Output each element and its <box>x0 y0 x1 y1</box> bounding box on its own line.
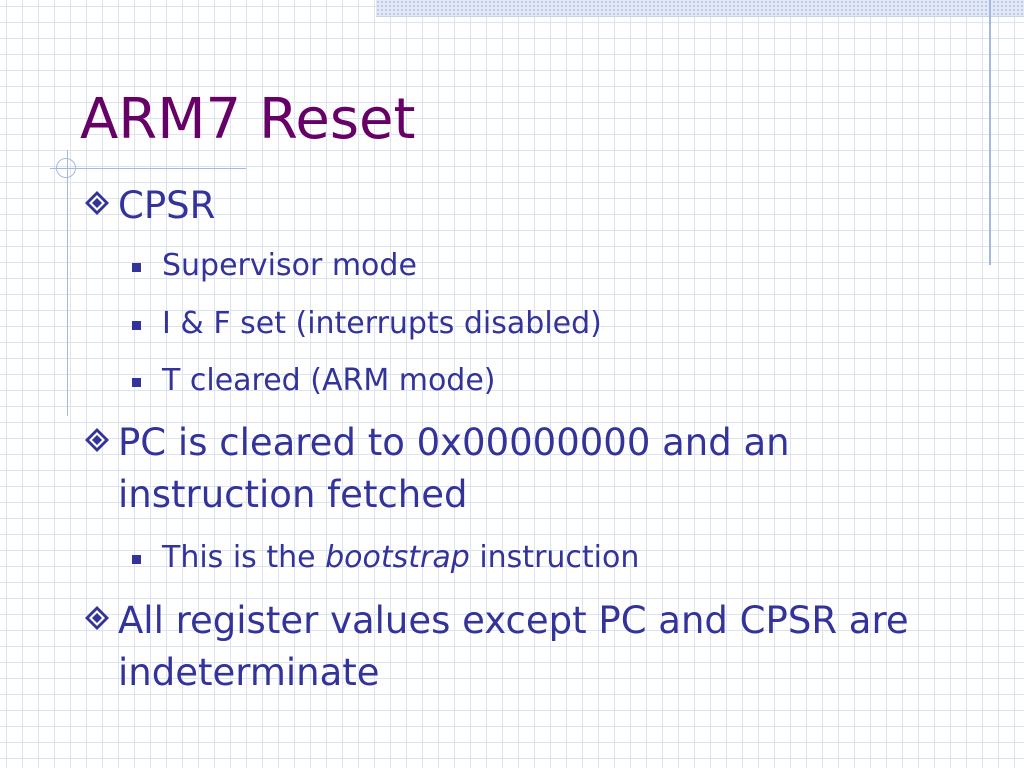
bullet-text: All register values except PC and CPSR a… <box>118 599 909 694</box>
sub-bullet-emphasis: bootstrap <box>325 540 470 575</box>
bullet-item: CPSR <box>85 180 998 232</box>
bullet-text: PC is cleared to 0x00000000 and an instr… <box>118 421 790 516</box>
bullet-item: PC is cleared to 0x00000000 and an instr… <box>85 417 998 521</box>
top-band-edge <box>376 16 1024 17</box>
top-decorative-band <box>376 0 1024 16</box>
left-vertical-rule <box>67 150 68 416</box>
sub-bullet-item: This is the bootstrap instruction <box>132 538 982 578</box>
square-bullet-icon <box>132 555 141 564</box>
right-vertical-rule <box>989 0 991 265</box>
sub-bullet-text-before: This is the <box>162 540 326 575</box>
diamond-bullet-icon <box>85 606 109 630</box>
title-underline-rule <box>50 168 246 169</box>
bullet-text: CPSR <box>118 184 216 227</box>
sub-bullet-item: T cleared (ARM mode) <box>132 361 982 401</box>
bullet-item: All register values except PC and CPSR a… <box>85 595 998 699</box>
square-bullet-icon <box>132 263 141 272</box>
sub-bullet-text: I & F set (interrupts disabled) <box>162 306 602 341</box>
slide-title: ARM7 Reset <box>80 87 416 152</box>
diamond-bullet-icon <box>85 428 109 452</box>
sub-bullet-item: Supervisor mode <box>132 246 982 286</box>
sub-bullet-item: I & F set (interrupts disabled) <box>132 304 982 344</box>
sub-bullet-text: Supervisor mode <box>162 248 417 283</box>
diamond-bullet-icon <box>85 191 109 215</box>
sub-bullet-text-after: instruction <box>469 540 640 575</box>
square-bullet-icon <box>132 378 141 387</box>
square-bullet-icon <box>132 321 141 330</box>
sub-bullet-text: T cleared (ARM mode) <box>162 363 496 398</box>
rule-circle-ornament <box>56 158 76 178</box>
